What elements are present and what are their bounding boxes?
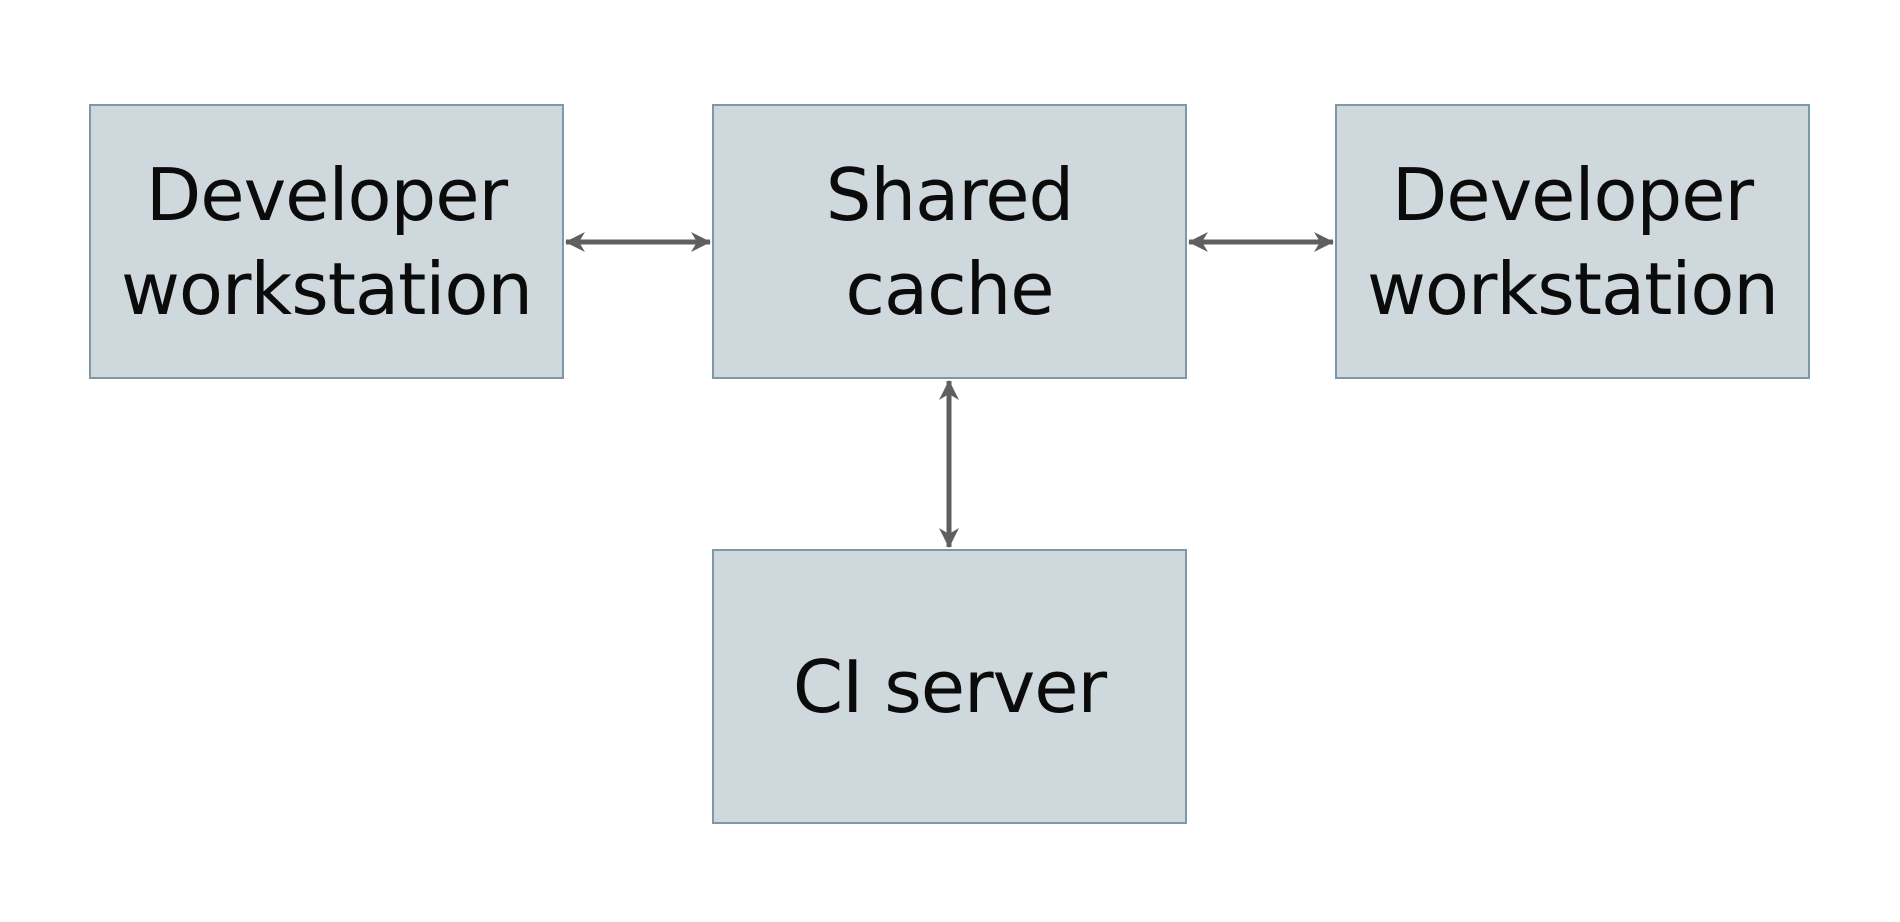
ci-server-node: CI server — [712, 549, 1187, 824]
node-label-line2: cache — [845, 246, 1054, 331]
node-label-line2: workstation — [1366, 246, 1779, 331]
node-label-line1: Shared — [825, 152, 1074, 237]
developer-workstation-left-node: Developer workstation — [89, 104, 564, 379]
developer-workstation-right-node: Developer workstation — [1335, 104, 1810, 379]
node-label-line2: workstation — [120, 246, 533, 331]
shared-cache-node: Shared cache — [712, 104, 1187, 379]
node-label-line1: CI server — [792, 644, 1107, 729]
node-label-line1: Developer — [145, 152, 508, 237]
node-label-line1: Developer — [1391, 152, 1754, 237]
